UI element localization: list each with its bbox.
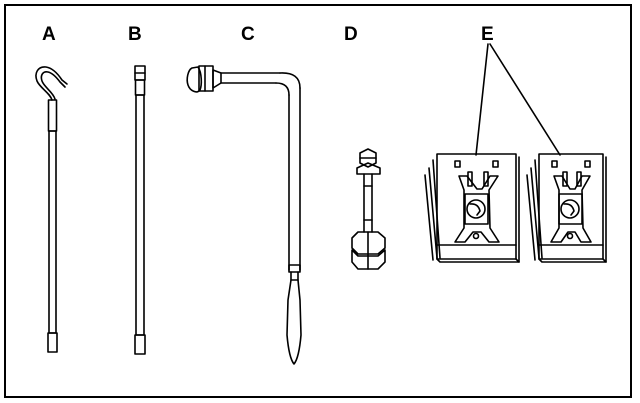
label-e-leader-right	[489, 43, 561, 156]
tool-d-bolt-retainer	[351, 148, 386, 270]
tool-a-jack-handle-extension	[35, 66, 68, 353]
label-a: A	[42, 24, 56, 45]
tool-e-wheel-block-left	[424, 153, 520, 263]
label-b: B	[128, 24, 142, 45]
tool-b-jack-handle-extension	[134, 65, 146, 355]
label-c: C	[241, 24, 255, 45]
tool-c-wheel-wrench	[186, 65, 302, 365]
label-d: D	[344, 24, 358, 45]
tool-e-wheel-block-right	[526, 153, 607, 263]
diagram-frame	[4, 4, 632, 398]
label-e-leader-left	[475, 43, 489, 156]
label-e: E	[481, 24, 494, 45]
